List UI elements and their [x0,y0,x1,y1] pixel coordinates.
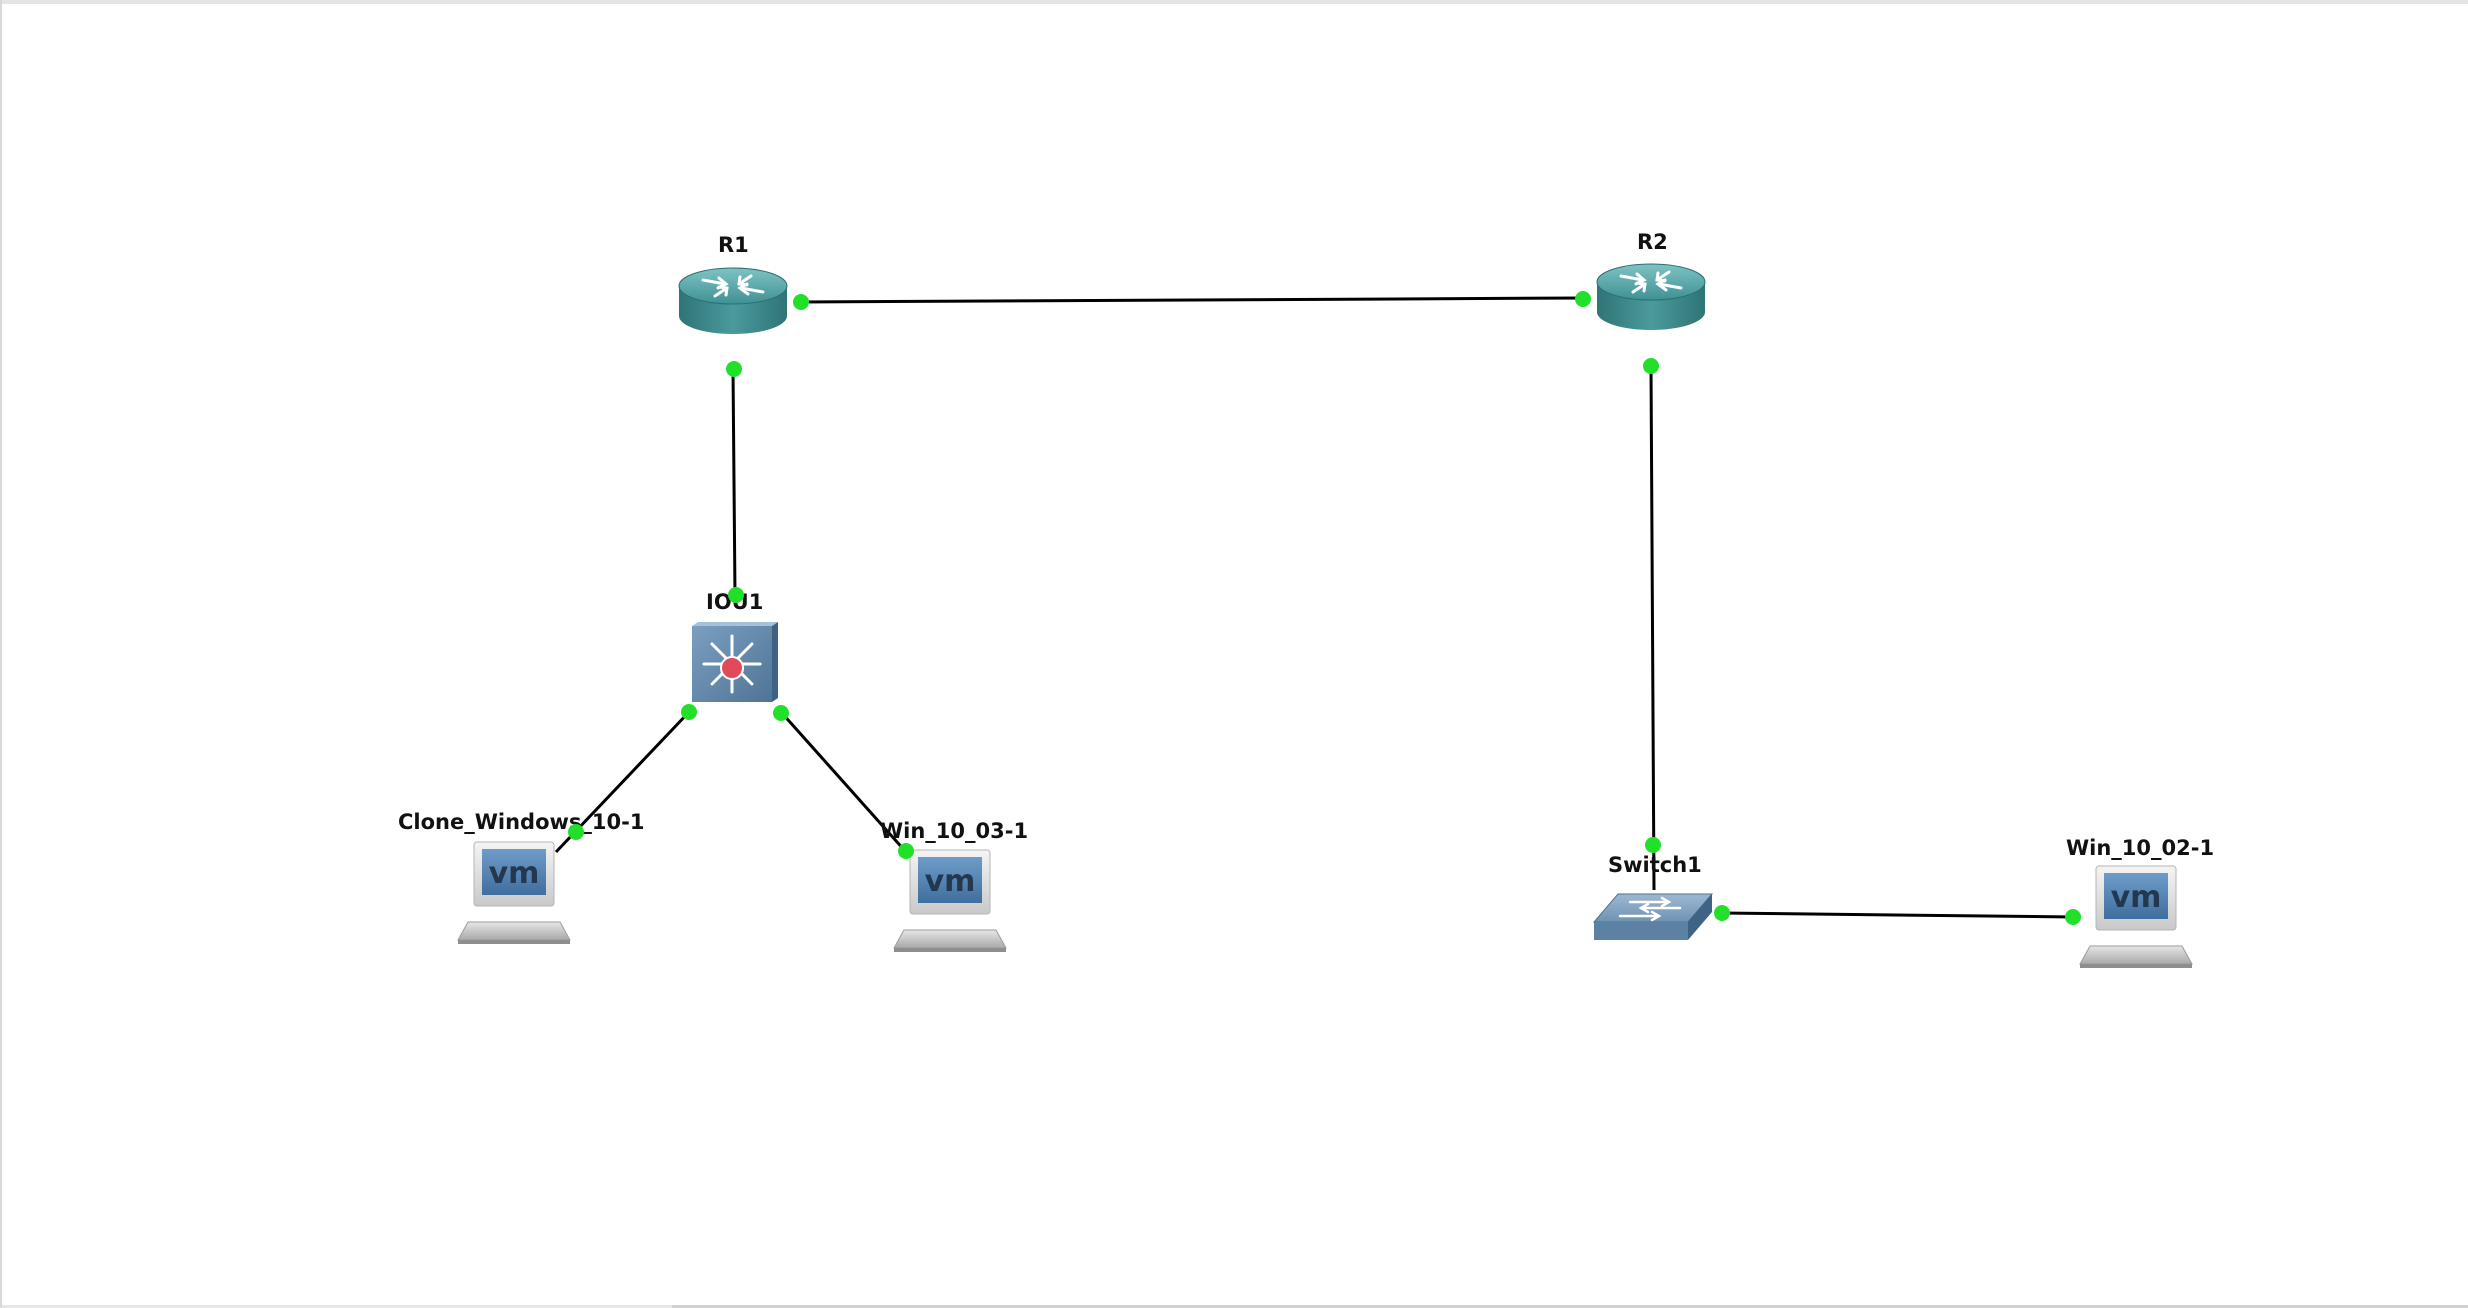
node-r1[interactable] [678,267,788,334]
links-layer [554,296,2075,919]
vmware-vm-icon: vm [2079,865,2193,968]
port-status-up [1575,291,1591,307]
ethernet-switch-icon [1592,893,1714,940]
vmware-vm-icon: vm [893,849,1007,952]
node-iou1[interactable] [692,622,778,702]
node-win-10-02-1[interactable]: vm [2079,865,2193,968]
port-status-up [568,824,584,840]
link-r1-r2[interactable] [799,296,1585,304]
svg-text:vm: vm [925,864,976,899]
svg-text:vm: vm [2111,880,2162,915]
node-label-clone-windows-10-1[interactable]: Clone_Windows_10-1 [398,810,644,834]
link-iou1-win10-03[interactable] [779,711,908,853]
port-status-up [1714,905,1730,921]
port-status-up [1645,837,1661,853]
node-label-r1[interactable]: R1 [718,233,749,257]
port-status-up [1643,358,1659,374]
vmware-vm-icon: vm [457,841,571,944]
port-status-up [726,361,742,377]
port-status-up [728,587,744,603]
port-status-up [681,704,697,720]
svg-text:vm: vm [489,856,540,891]
node-switch1[interactable] [1592,893,1714,940]
node-label-switch1[interactable]: Switch1 [1608,853,1702,877]
node-label-win-10-03-1[interactable]: Win_10_03-1 [880,819,1028,843]
node-clone-windows-10-1[interactable]: vm [457,841,571,944]
multilayer-switch-icon [692,622,778,702]
node-win-10-03-1[interactable]: vm [893,849,1007,952]
port-status-up [773,705,789,721]
port-status-up [2065,909,2081,925]
node-label-r2[interactable]: R2 [1637,230,1668,254]
node-label-win-10-02-1[interactable]: Win_10_02-1 [2066,836,2214,860]
canvas-bottom-border [0,1305,2468,1308]
node-r2[interactable] [1596,263,1706,330]
port-status-up [793,294,809,310]
port-indicators [568,291,2081,925]
link-r1-iou1[interactable] [731,367,737,597]
router-icon [1596,263,1706,330]
router-icon [678,267,788,334]
link-r2-switch1[interactable] [1649,365,1656,891]
port-status-up [898,843,914,859]
link-switch1-win10-02[interactable] [1719,911,2075,919]
